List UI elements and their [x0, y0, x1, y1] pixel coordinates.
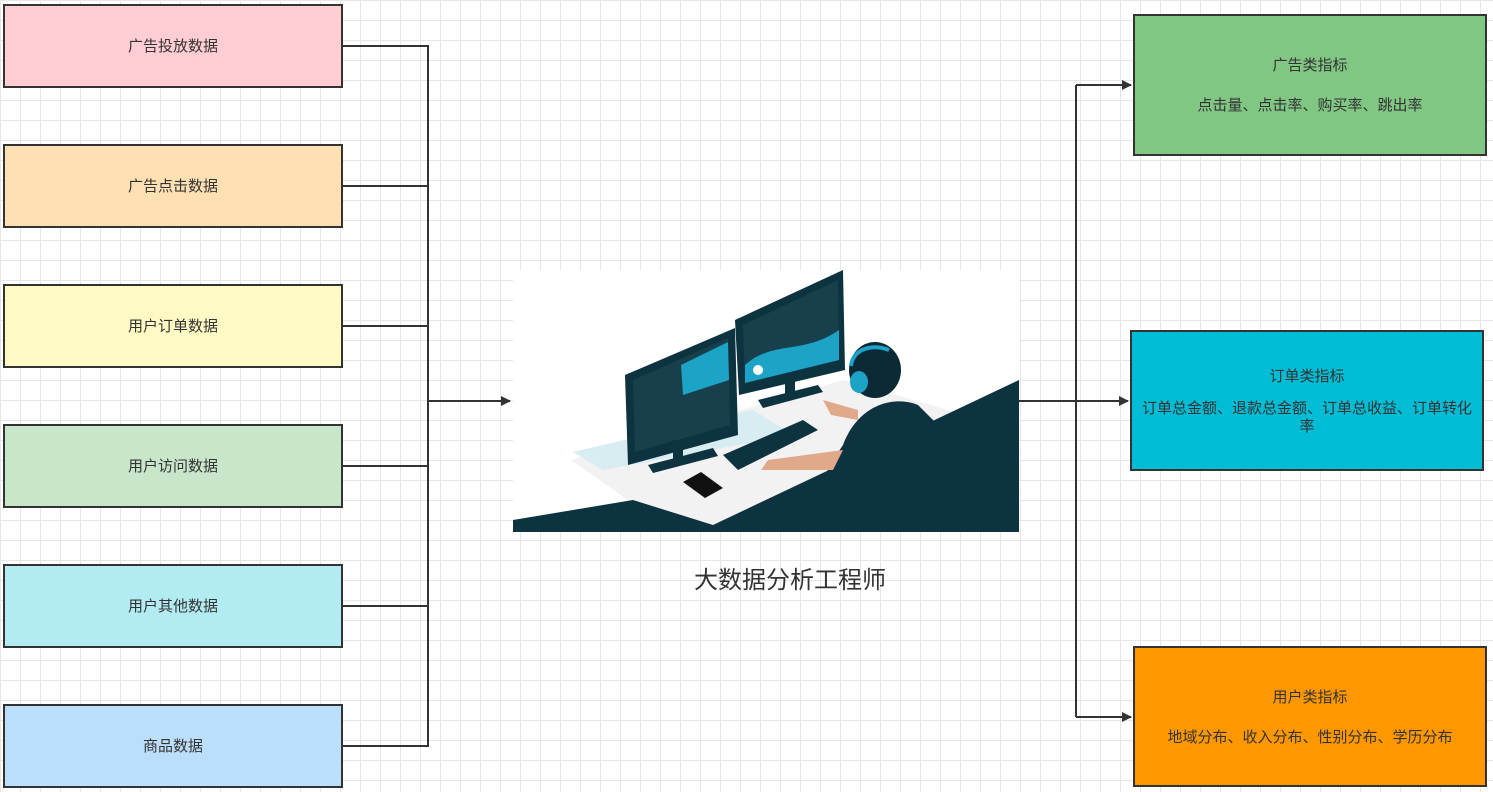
source-box-ad-placement[interactable]: 广告投放数据 — [3, 4, 343, 88]
source-label: 商品数据 — [142, 737, 203, 755]
source-box-user-order[interactable]: 用户订单数据 — [3, 284, 343, 368]
output-box-ad-metrics[interactable]: 广告类指标 点击量、点击率、购买率、跳出率 — [1133, 14, 1487, 156]
source-box-user-other[interactable]: 用户其他数据 — [3, 564, 343, 648]
output-box-user-metrics[interactable]: 用户类指标 地域分布、收入分布、性别分布、学历分布 — [1133, 646, 1487, 787]
source-label: 广告投放数据 — [127, 37, 218, 55]
output-title: 广告类指标 — [1272, 56, 1348, 74]
source-label: 用户订单数据 — [127, 317, 218, 335]
output-detail: 地域分布、收入分布、性别分布、学历分布 — [1167, 727, 1453, 746]
center-role-label: 大数据分析工程师 — [694, 566, 886, 594]
source-label: 用户访问数据 — [127, 457, 218, 475]
source-box-product[interactable]: 商品数据 — [3, 704, 343, 788]
output-title: 用户类指标 — [1272, 687, 1348, 706]
source-label: 用户其他数据 — [127, 597, 218, 615]
engineer-illustration — [513, 270, 1019, 532]
output-box-order-metrics[interactable]: 订单类指标 订单总金额、退款总金额、订单总收益、订单转化率 — [1130, 330, 1484, 471]
output-title: 订单类指标 — [1269, 366, 1345, 385]
engineer-at-desk-icon — [513, 270, 1019, 532]
source-label: 广告点击数据 — [127, 177, 218, 195]
source-box-user-visit[interactable]: 用户访问数据 — [3, 424, 343, 508]
output-detail: 点击量、点击率、购买率、跳出率 — [1197, 96, 1423, 114]
output-detail: 订单总金额、退款总金额、订单总收益、订单转化率 — [1141, 398, 1472, 435]
source-box-ad-click[interactable]: 广告点击数据 — [3, 144, 343, 228]
